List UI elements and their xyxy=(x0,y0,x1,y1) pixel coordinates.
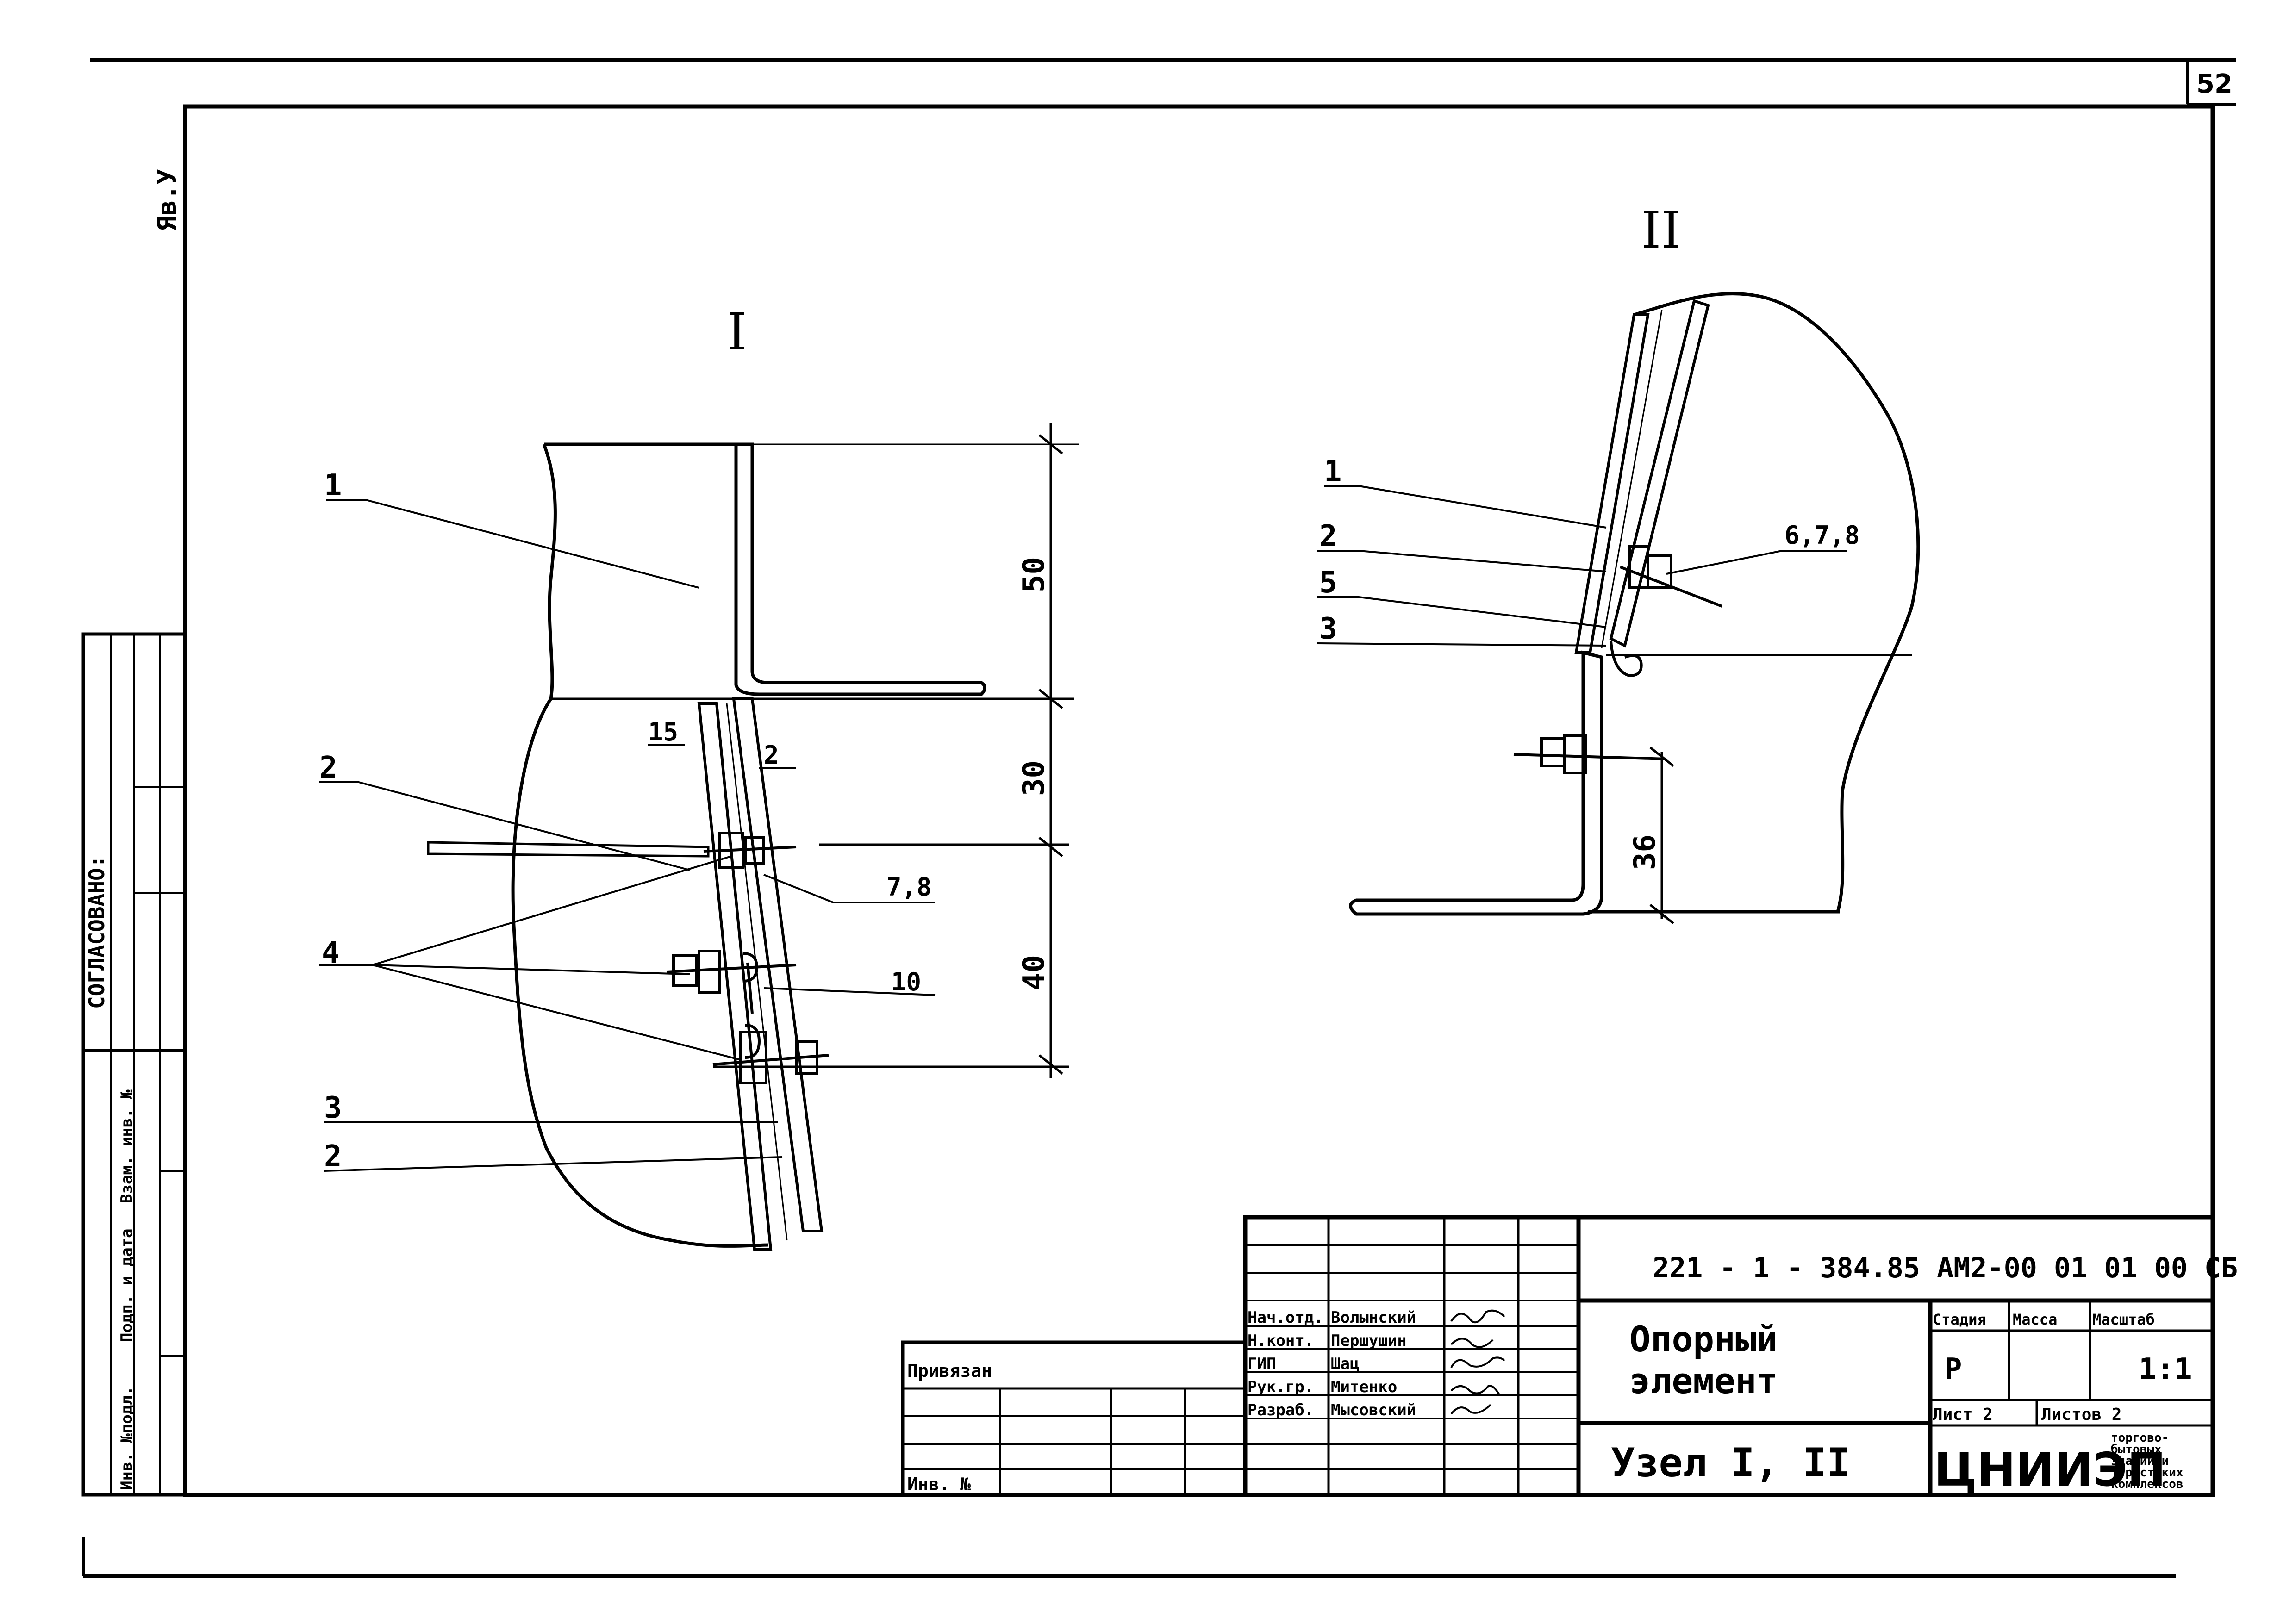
name-4: Митенко xyxy=(1331,1378,1397,1396)
view-2-label: II xyxy=(1641,200,1681,260)
inv-label: Инв. № xyxy=(907,1474,971,1494)
v2-callout-5: 5 xyxy=(1319,566,1337,600)
scale-value: 1:1 xyxy=(2139,1352,2192,1387)
role-3: ГИП xyxy=(1248,1355,1276,1373)
tied-label: Привязан xyxy=(907,1361,992,1381)
v1-callout-4: 4 xyxy=(322,936,340,970)
title-line-2: элемент xyxy=(1629,1360,1778,1401)
sheets-label: Листов 2 xyxy=(2041,1405,2121,1424)
title-line-1: Опорный xyxy=(1629,1319,1778,1360)
name-1: Волынский xyxy=(1331,1308,1416,1327)
v1-label-10: 10 xyxy=(891,967,921,996)
role-2: Н.конт. xyxy=(1248,1332,1314,1350)
name-3: Шац xyxy=(1331,1355,1359,1373)
stamp-col-replace: Взам. инв. № xyxy=(118,1089,136,1203)
stage-value: Р xyxy=(1944,1352,1962,1387)
stamp-col-sign: Подп. и дата xyxy=(118,1228,136,1342)
v1-label-78: 7,8 xyxy=(886,872,932,902)
v2-callout-1: 1 xyxy=(1324,454,1342,489)
view-1-drawing: 1 2 4 3 2 15 2 7,8 10 50 30 40 xyxy=(319,423,1079,1251)
org-note-5: комплексов xyxy=(2111,1477,2184,1491)
stage-header: Стадия xyxy=(1933,1311,1986,1328)
v1-callout-1: 1 xyxy=(324,468,342,503)
v2-callout-2: 2 xyxy=(1319,519,1337,554)
org-note-4: туристских xyxy=(2111,1466,2184,1480)
title-block: Привязан Инв. № Нач.отд. Н.конт. ГИП Рук… xyxy=(901,1215,2238,1497)
drawing-frame xyxy=(183,104,2215,1497)
v1-callout-2a: 2 xyxy=(319,751,337,785)
stamp-col-inv: Инв. №подл. xyxy=(118,1386,136,1490)
org-note-1: торгово- xyxy=(2111,1431,2169,1445)
sheet-number-box: 52 xyxy=(2186,60,2236,106)
role-5: Разраб. xyxy=(1248,1401,1314,1419)
v1-dimension-line xyxy=(713,423,1069,1078)
org-name: ЦНИИЭП xyxy=(1934,1443,2166,1497)
v2-dim-36: 36 xyxy=(1628,834,1662,870)
signatures xyxy=(1450,1309,1505,1415)
v1-label-2: 2 xyxy=(764,740,779,770)
agreed-label: СОГЛАСОВАНО: xyxy=(84,855,109,1009)
name-5: Мысовский xyxy=(1331,1401,1416,1419)
v1-dim-50: 50 xyxy=(1017,557,1051,592)
v1-dim-30: 30 xyxy=(1017,760,1051,796)
v1-label-15: 15 xyxy=(648,717,678,747)
sheet-number: 52 xyxy=(2196,69,2233,99)
designation: 221 - 1 - 384.85 АМ2-00 01 01 00 СБ xyxy=(1653,1252,2238,1284)
org-note-3: зданий и xyxy=(2111,1454,2169,1468)
scale-header: Масштаб xyxy=(2092,1311,2155,1328)
v1-callout-3: 3 xyxy=(324,1091,342,1125)
role-1: Нач.отд. xyxy=(1248,1308,1323,1327)
left-stamp: СОГЛАСОВАНО: Инв. №подл. Подп. и дата Вз… xyxy=(81,632,187,1497)
v1-dim-40: 40 xyxy=(1017,955,1051,990)
sheet-label: Лист 2 xyxy=(1933,1405,1993,1424)
org-note-2: бытовых xyxy=(2111,1443,2162,1456)
v2-callout-3: 3 xyxy=(1319,612,1337,646)
view-2-drawing: 1 2 5 3 6,7,8 36 xyxy=(1316,292,1920,924)
v2-label-678: 6,7,8 xyxy=(1784,521,1860,550)
role-4: Рук.гр. xyxy=(1248,1378,1314,1396)
v2-dimension-line xyxy=(1649,747,1674,924)
name-2: Першушин xyxy=(1331,1332,1407,1350)
mass-header: Масса xyxy=(2013,1311,2057,1328)
margin-label: Яв.У xyxy=(152,169,182,231)
view-1-label: I xyxy=(727,302,747,361)
v1-callout-2b: 2 xyxy=(324,1139,342,1174)
subtitle: Узел I, II xyxy=(1611,1440,1851,1486)
